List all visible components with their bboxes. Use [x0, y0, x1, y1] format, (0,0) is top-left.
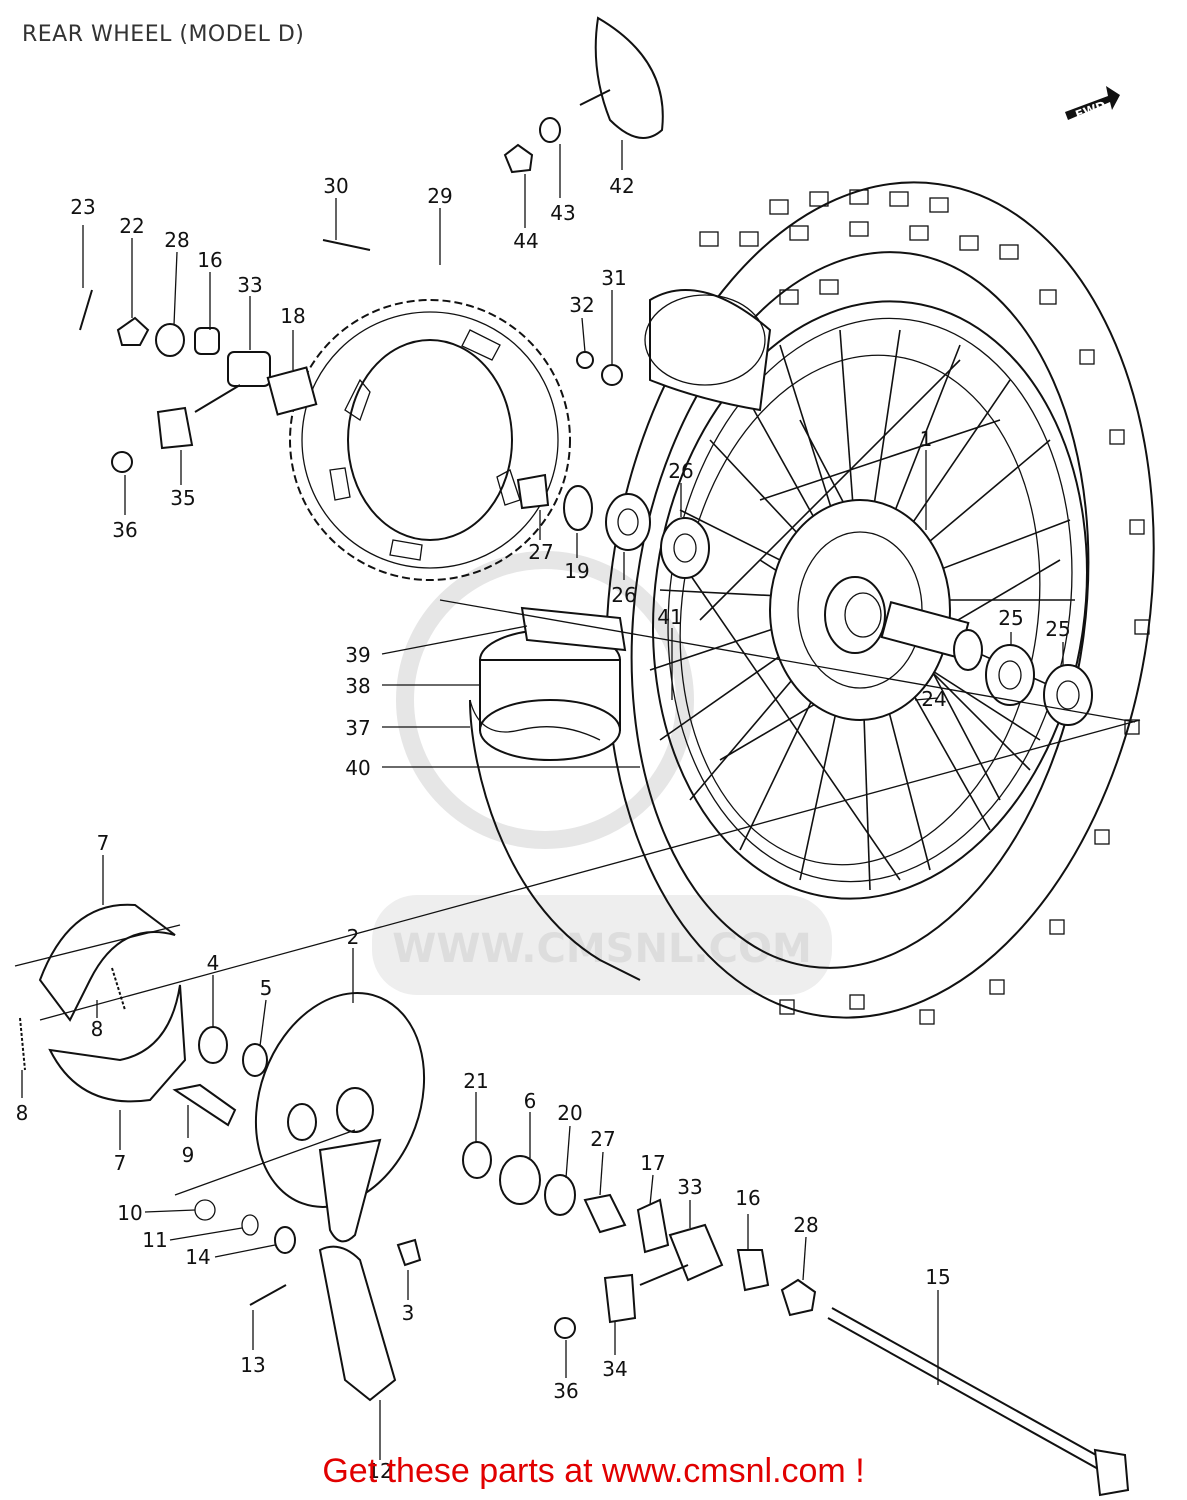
callout-5: 5: [260, 976, 273, 1000]
callout-20: 20: [557, 1101, 582, 1125]
fwd-label: FWD: [1073, 98, 1107, 122]
callout-38: 38: [345, 674, 370, 698]
footer-link[interactable]: Get these parts at www.cmsnl.com !: [322, 1452, 865, 1490]
callout-27b: 27: [590, 1127, 615, 1151]
bearings: [516, 473, 1093, 726]
callout-43: 43: [550, 201, 575, 225]
callout-2: 2: [347, 925, 360, 949]
callout-33a: 33: [237, 273, 262, 297]
callout-34: 34: [602, 1357, 627, 1381]
adjuster-hardware-right: [462, 1141, 1130, 1497]
callout-35: 35: [170, 486, 195, 510]
callout-6: 6: [524, 1089, 537, 1113]
callout-22: 22: [119, 214, 144, 238]
watermark-text: WWW.CMSNL.COM: [392, 926, 812, 972]
fwd-arrow-icon: FWD: [1065, 86, 1120, 122]
callout-16a: 16: [197, 248, 222, 272]
callout-39: 39: [345, 643, 370, 667]
callout-32: 32: [569, 293, 594, 317]
callout-7b: 7: [114, 1151, 127, 1175]
callout-16b: 16: [735, 1186, 760, 1210]
callout-31: 31: [601, 266, 626, 290]
rear-tire: [605, 181, 1155, 1025]
callout-24: 24: [921, 687, 946, 711]
axis-lines: [14, 599, 1141, 1196]
chain-guard-hardware: [503, 16, 664, 174]
leader-lines: [21, 140, 1064, 1460]
callout-1: 1: [920, 427, 933, 451]
callout-19: 19: [564, 559, 589, 583]
adjuster-hardware-left: [79, 239, 623, 473]
hub: [769, 499, 983, 721]
callout-9: 9: [182, 1143, 195, 1167]
callout-28a: 28: [164, 228, 189, 252]
diagram-title: REAR WHEEL (MODEL D): [22, 22, 305, 47]
callout-17: 17: [640, 1151, 665, 1175]
callout-29: 29: [427, 184, 452, 208]
callout-18: 18: [280, 304, 305, 328]
callout-21: 21: [463, 1069, 488, 1093]
callout-14: 14: [185, 1245, 210, 1269]
callout-44: 44: [513, 229, 538, 253]
brake-shoes: [19, 903, 187, 1103]
callout-23: 23: [70, 195, 95, 219]
callout-25b: 25: [1045, 617, 1070, 641]
callout-3: 3: [402, 1301, 415, 1325]
callout-25a: 25: [998, 606, 1023, 630]
callout-8a: 8: [91, 1017, 104, 1041]
callout-labels: 1 2 3 4 5 6 7 7 8 8 9 10 11 12 13 14 15 …: [16, 174, 1071, 1483]
callout-37: 37: [345, 716, 370, 740]
callout-10: 10: [117, 1201, 142, 1225]
callout-40: 40: [345, 756, 370, 780]
callout-26b: 26: [611, 583, 636, 607]
callout-28b: 28: [793, 1213, 818, 1237]
callout-15: 15: [925, 1265, 950, 1289]
callout-11: 11: [142, 1228, 167, 1252]
callout-33b: 33: [677, 1175, 702, 1199]
tube-assembly: [469, 289, 772, 981]
callout-27a: 27: [528, 540, 553, 564]
callout-8b: 8: [16, 1101, 29, 1125]
callout-7a: 7: [97, 831, 110, 855]
sprocket: [289, 299, 571, 581]
brake-panel: [172, 992, 426, 1402]
watermark: WWW.CMSNL.COM: [372, 551, 832, 995]
callout-4: 4: [207, 951, 220, 975]
callout-41: 41: [657, 605, 682, 629]
callout-12: 12: [367, 1459, 392, 1483]
callout-26a: 26: [668, 459, 693, 483]
callout-13: 13: [240, 1353, 265, 1377]
callout-42: 42: [609, 174, 634, 198]
callout-36b: 36: [553, 1379, 578, 1403]
callout-36a: 36: [112, 518, 137, 542]
callout-30: 30: [323, 174, 348, 198]
